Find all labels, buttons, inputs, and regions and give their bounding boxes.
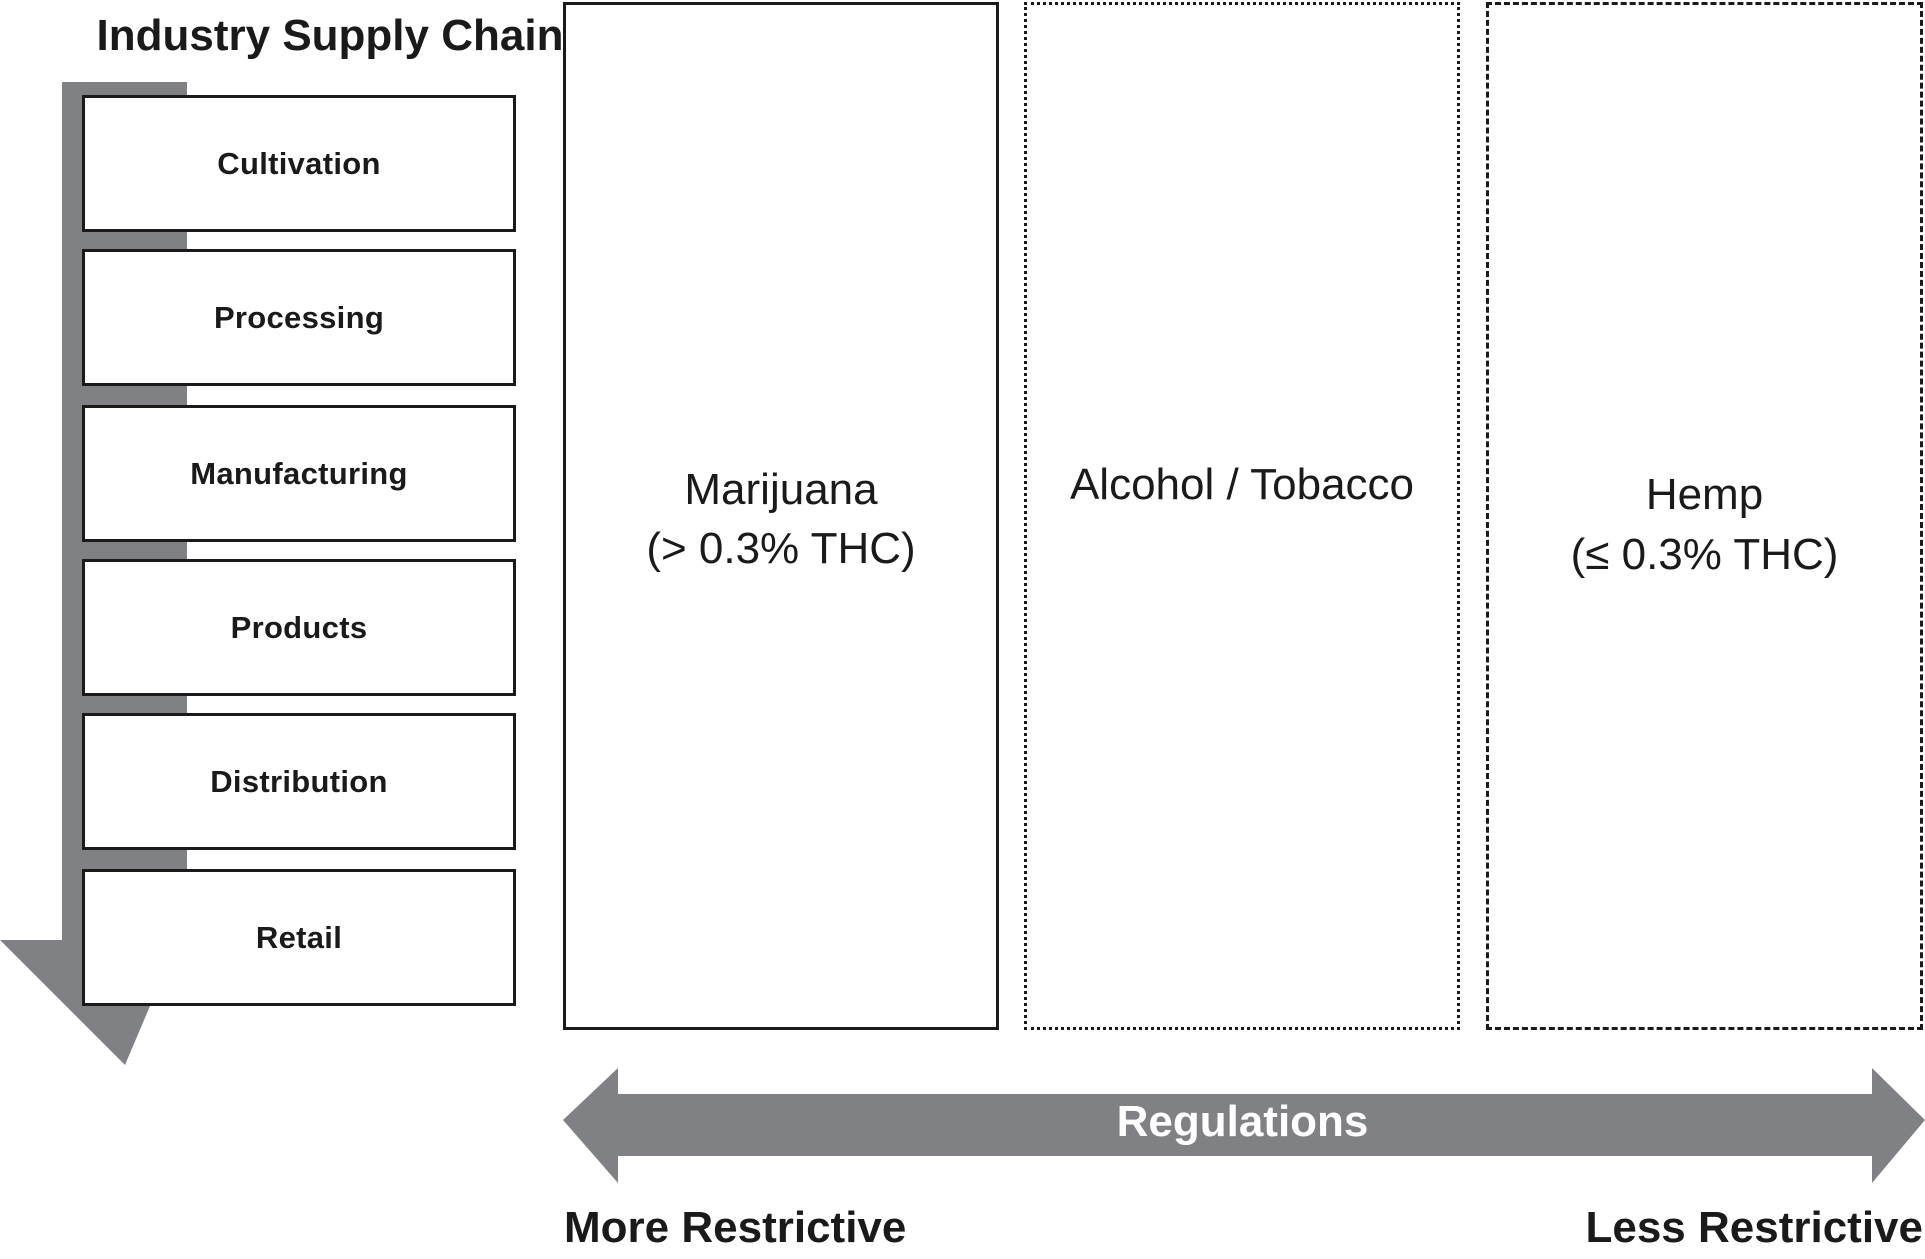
marijuana-label: Marijuana — [684, 465, 878, 514]
stage-retail: Retail — [82, 869, 516, 1006]
stage-manufacturing: Manufacturing — [82, 405, 516, 542]
less-restrictive-label: Less Restrictive — [1585, 1203, 1923, 1252]
marijuana-box: Marijuana (> 0.3% THC) — [563, 2, 999, 1030]
stage-label: Manufacturing — [190, 455, 408, 491]
stage-products: Products — [82, 559, 516, 696]
more-restrictive-label: More Restrictive — [564, 1203, 907, 1252]
stage-processing: Processing — [82, 249, 516, 386]
hemp-label: Hemp — [1645, 470, 1764, 519]
stage-label: Retail — [255, 919, 343, 955]
alcohol-tobacco-label: Alcohol / Tobacco — [1069, 460, 1415, 509]
stage-label: Cultivation — [217, 145, 381, 181]
regulations-label: Regulations — [1116, 1097, 1369, 1146]
stage-cultivation: Cultivation — [82, 95, 516, 232]
regulations-arrow — [563, 1068, 1925, 1183]
stage-label: Distribution — [210, 763, 388, 799]
supply-chain-title: Industry Supply Chain — [96, 11, 564, 60]
stage-distribution: Distribution — [82, 713, 516, 850]
hemp-box: Hemp (≤ 0.3% THC) — [1486, 2, 1923, 1030]
alcohol-tobacco-box: Alcohol / Tobacco — [1024, 2, 1460, 1030]
stage-label: Products — [230, 609, 368, 645]
hemp-threshold: (≤ 0.3% THC) — [1570, 530, 1839, 579]
marijuana-threshold: (> 0.3% THC) — [646, 524, 916, 573]
stage-label: Processing — [213, 299, 385, 335]
